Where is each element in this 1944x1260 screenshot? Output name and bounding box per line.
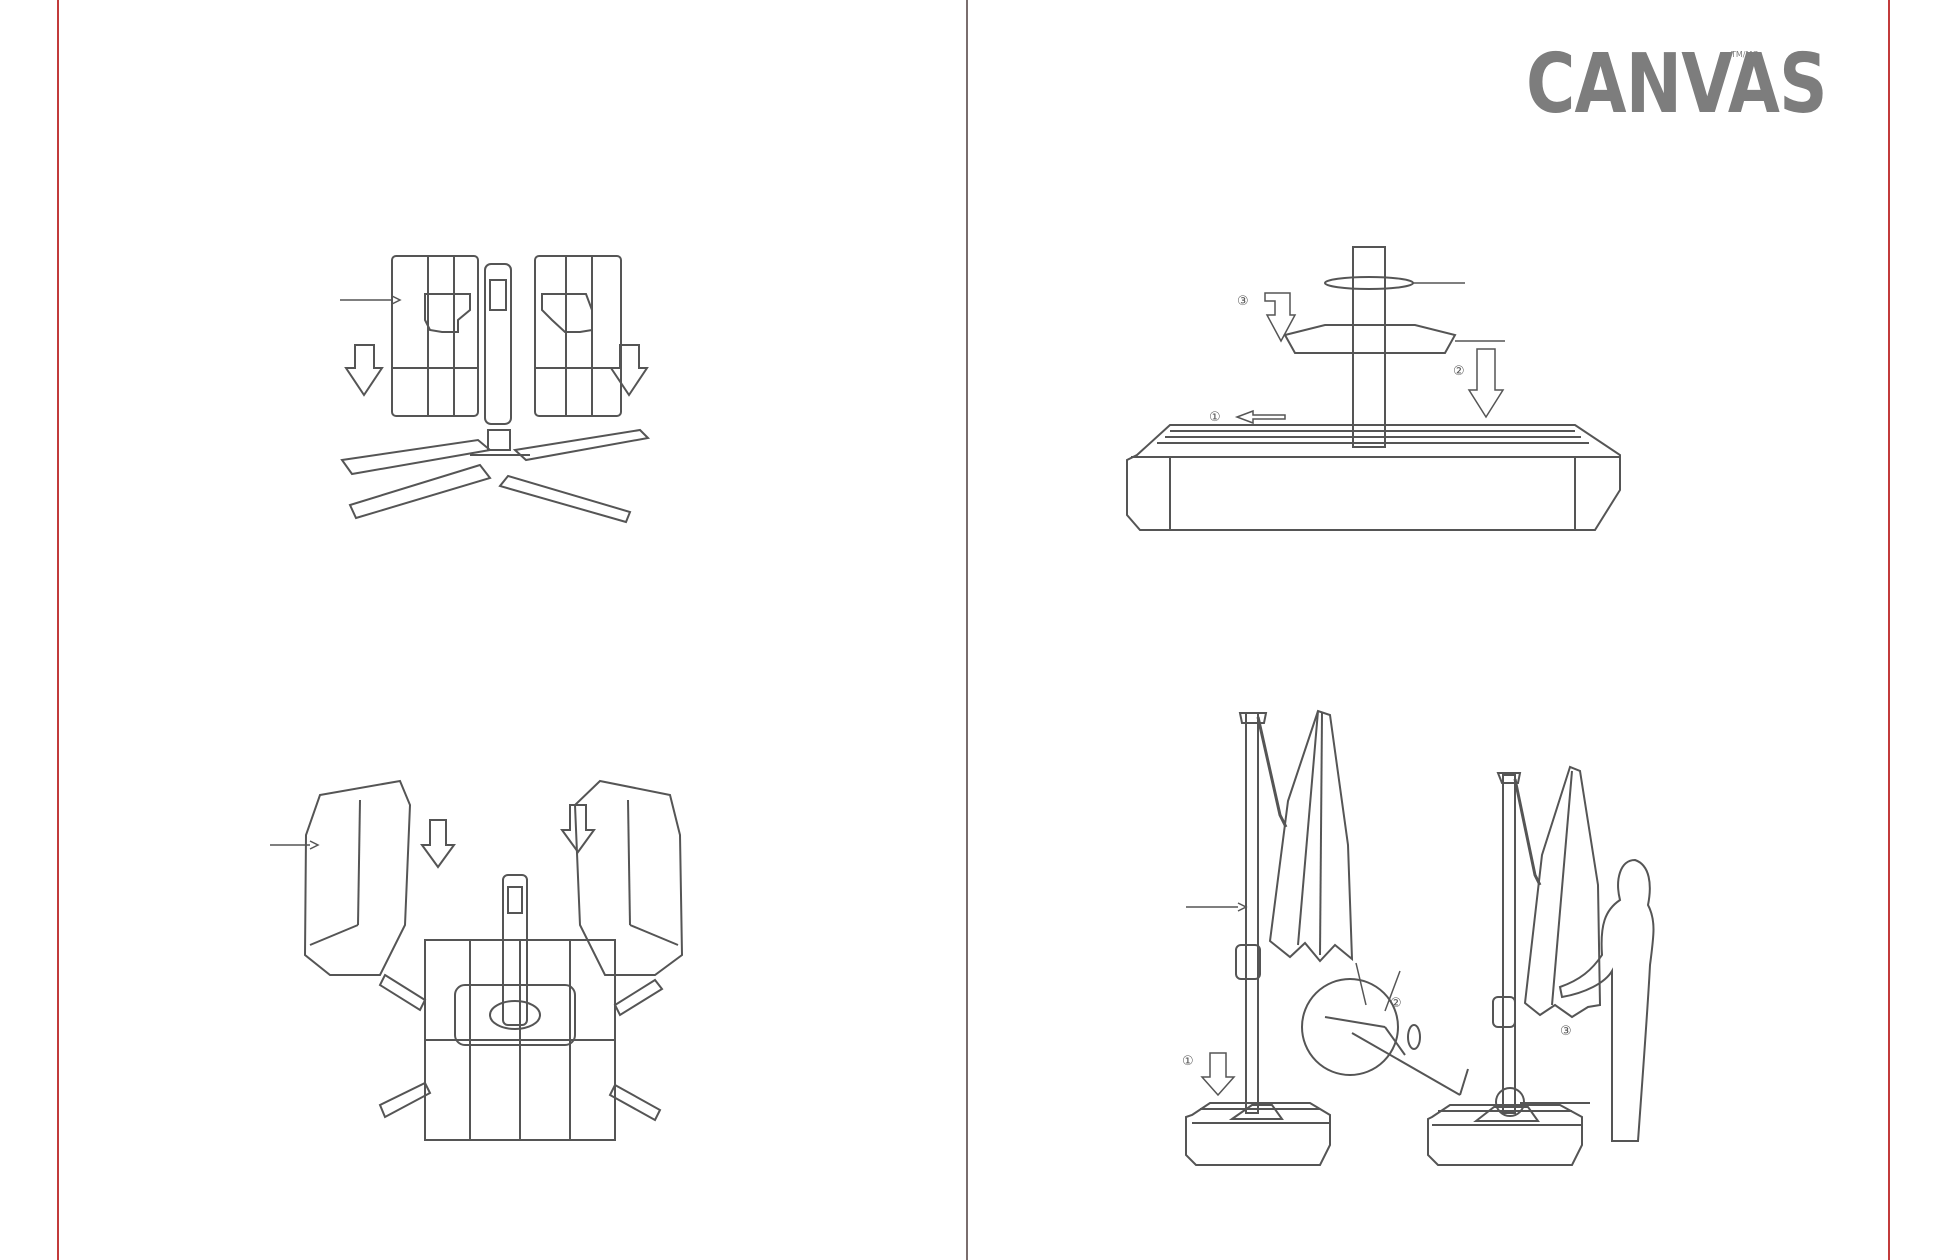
umbrella-setup-icon: ① ② ③ bbox=[1180, 705, 1690, 1175]
brand-trademark: TM/MC bbox=[1731, 50, 1758, 59]
step-1-marker-a: ① bbox=[1209, 410, 1221, 425]
left-margin-line bbox=[57, 0, 59, 1260]
base-weights-drop-icon bbox=[330, 250, 660, 530]
step-3-marker-b: ③ bbox=[1560, 1024, 1572, 1039]
brand-wordmark: CANVAS bbox=[1526, 44, 1827, 126]
right-margin-line bbox=[1888, 0, 1890, 1260]
step-1-marker-b: ① bbox=[1182, 1054, 1194, 1069]
center-fold-line bbox=[966, 0, 968, 1260]
brand-logo: CANVAS TM/MC bbox=[1526, 44, 1893, 126]
step-2-marker-a: ② bbox=[1453, 364, 1465, 379]
base-cover-plate-icon: ③ ② ① bbox=[1125, 245, 1625, 535]
step-2-marker-b: ② bbox=[1390, 996, 1402, 1011]
step-3-marker-a: ③ bbox=[1237, 294, 1249, 309]
base-weights-angled-icon bbox=[270, 775, 730, 1165]
